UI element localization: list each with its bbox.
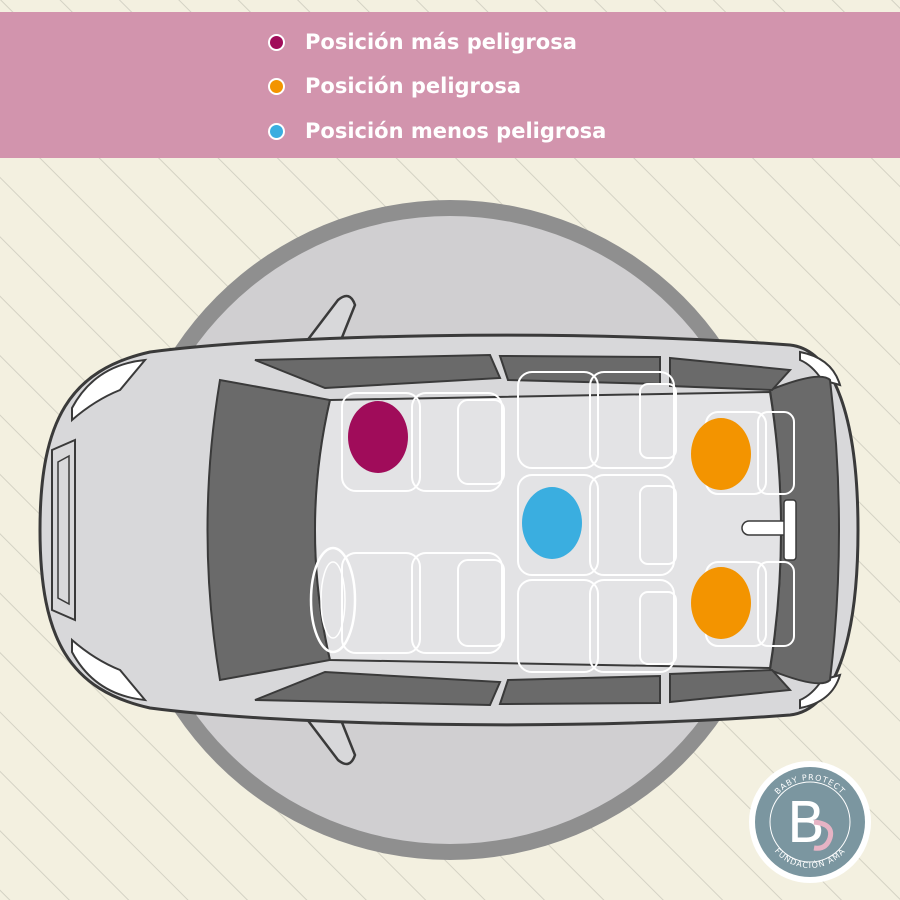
side-window-bottom-rear [669, 668, 793, 704]
legend-label: Posición peligrosa [305, 74, 522, 98]
seat-middle-center-back [589, 474, 675, 576]
side-window-top-middle [498, 354, 661, 386]
steering-wheel-inner [320, 561, 346, 639]
windshield [206, 378, 332, 682]
orange-dot-icon [268, 77, 285, 95]
legend-label: Posición más peligrosa [305, 30, 577, 54]
seat-rear-top-back [757, 411, 795, 495]
legend-item-dangerous: Posición peligrosa [268, 71, 521, 101]
seat-middle-top-back [589, 371, 675, 469]
seat-front-bottom-back [411, 552, 503, 654]
grille-inner [57, 454, 70, 606]
magenta-dot-icon [268, 33, 285, 51]
seat-middle-top [517, 371, 599, 469]
marker-least-dangerous [522, 487, 582, 559]
legend-banner: Posición más peligrosa Posición peligros… [0, 12, 900, 158]
marker-most-dangerous [348, 401, 408, 473]
seat-middle-center [517, 474, 599, 576]
legend-item-most-dangerous: Posición más peligrosa [268, 27, 577, 57]
seat-front-bottom [341, 552, 421, 654]
seat-rear-bottom-back [757, 561, 795, 647]
seat-middle-top-headrest [639, 383, 677, 459]
side-window-bottom-front [254, 670, 502, 707]
seat-front-bottom-headrest [457, 559, 505, 647]
seat-front-top-headrest [457, 399, 505, 485]
side-window-bottom-middle [498, 674, 661, 706]
side-window-top-front [254, 353, 502, 390]
left-headlight [71, 358, 148, 423]
seat-middle-bottom [517, 579, 599, 673]
blue-dot-icon [268, 122, 285, 140]
seat-middle-bottom-back [589, 579, 675, 673]
seat-front-top [341, 392, 421, 492]
seat-middle-center-headrest [639, 485, 677, 565]
right-headlight [71, 637, 148, 702]
marker-dangerous-bottom [691, 567, 751, 639]
legend-label: Posición menos peligrosa [305, 119, 607, 143]
grille [51, 438, 76, 622]
logo-accent [813, 819, 834, 851]
baby-protect-logo: BABY PROTECT FUNDACIÓN AMA B [749, 761, 871, 883]
legend-item-least-dangerous: Posición menos peligrosa [268, 116, 606, 146]
marker-dangerous-top [691, 418, 751, 490]
seat-middle-bottom-headrest [639, 591, 677, 665]
rear-latch [783, 499, 797, 561]
steering-wheel [309, 546, 357, 654]
seat-front-top-back [411, 392, 503, 492]
